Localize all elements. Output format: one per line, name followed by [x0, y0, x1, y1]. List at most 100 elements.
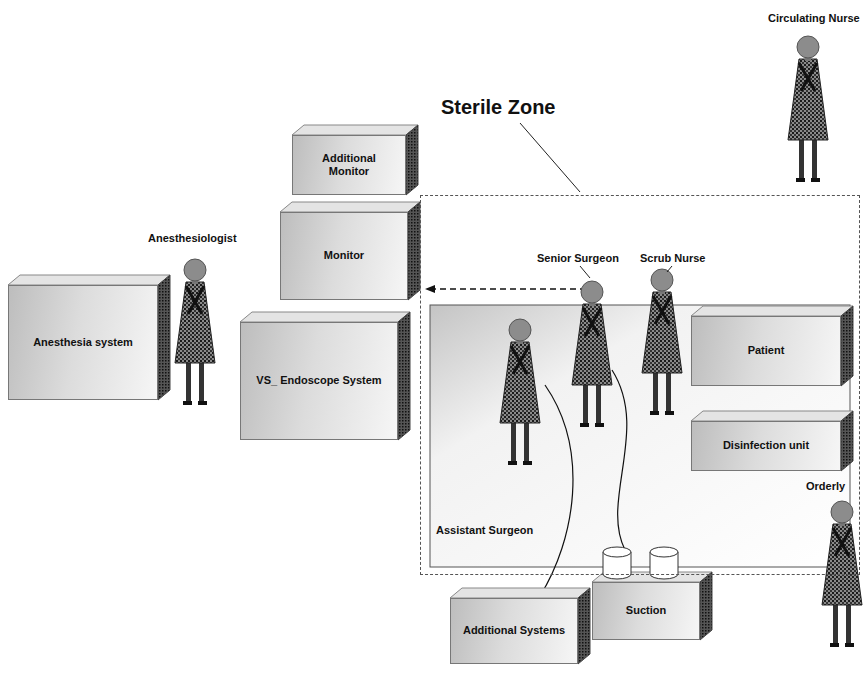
- monitor-box: Monitor: [280, 212, 408, 300]
- cable: [540, 385, 573, 596]
- suction-tube: [612, 370, 627, 550]
- box-side-face: [406, 125, 418, 195]
- equipment-box: Additional Systems: [450, 598, 578, 664]
- person-figure: [642, 269, 682, 415]
- foot: [198, 401, 207, 405]
- leg: [846, 605, 851, 645]
- box-side-face: [398, 312, 410, 440]
- leg: [812, 140, 817, 180]
- leader-line: [520, 123, 580, 192]
- leg: [833, 605, 838, 645]
- box-label: Anesthesia system: [33, 336, 133, 349]
- zone-heading: Sterile Zone: [441, 96, 555, 119]
- arm: [833, 528, 849, 556]
- person-label: Assistant Surgeon: [436, 524, 533, 536]
- leg: [186, 363, 191, 403]
- box-top-face: [691, 306, 853, 316]
- box-side-face: [158, 275, 170, 400]
- foot: [845, 643, 854, 647]
- body: [500, 342, 540, 423]
- arm: [585, 308, 601, 336]
- body: [572, 304, 612, 385]
- body: [788, 59, 828, 140]
- arm: [801, 63, 817, 91]
- leg: [583, 385, 588, 425]
- box-top-face: [450, 588, 590, 598]
- leg: [653, 373, 658, 413]
- leg: [666, 373, 671, 413]
- box-top-face: [8, 275, 170, 285]
- leader-line: [580, 266, 590, 278]
- person-label: Senior Surgeon: [537, 252, 619, 264]
- view-arrow: [426, 288, 586, 290]
- leg: [596, 385, 601, 425]
- monitor-box: Additional Monitor: [292, 135, 406, 195]
- box-top-face: [691, 411, 853, 421]
- foot: [796, 178, 805, 182]
- arm: [799, 63, 815, 91]
- person-figure: [500, 319, 540, 465]
- box-label: Additional Systems: [463, 624, 565, 637]
- person-figure: [822, 501, 862, 647]
- arm: [186, 286, 202, 314]
- foot: [595, 423, 604, 427]
- person-figure: [572, 281, 612, 427]
- person-label: Circulating Nurse: [768, 12, 860, 24]
- box-label: Additional Monitor: [301, 152, 397, 178]
- equipment-box: Disinfection unit: [691, 421, 841, 471]
- foot: [811, 178, 820, 182]
- leg: [799, 140, 804, 180]
- box-label: VS_ Endoscope System: [256, 374, 381, 387]
- foot: [665, 411, 674, 415]
- arm: [835, 528, 851, 556]
- head: [184, 259, 206, 281]
- person-label: Scrub Nurse: [640, 252, 705, 264]
- head: [509, 319, 531, 341]
- equipment-box: Anesthesia system: [8, 285, 158, 400]
- arm: [511, 346, 527, 374]
- patient-table: Patient: [691, 316, 841, 386]
- foot: [650, 411, 659, 415]
- box-label: Patient: [748, 344, 785, 357]
- arm: [653, 296, 669, 324]
- box-side-face: [700, 572, 712, 640]
- box-top-face: [280, 202, 420, 212]
- head: [797, 36, 819, 58]
- head: [831, 501, 853, 523]
- arm: [188, 286, 204, 314]
- box-side-face: [408, 202, 420, 300]
- equipment-box: VS_ Endoscope System: [240, 322, 398, 440]
- body: [822, 524, 862, 605]
- arm: [655, 296, 671, 324]
- body: [175, 282, 215, 363]
- leg: [199, 363, 204, 403]
- foot: [580, 423, 589, 427]
- foot: [508, 461, 517, 465]
- body: [642, 292, 682, 373]
- box-side-face: [841, 411, 853, 471]
- box-side-face: [578, 588, 590, 664]
- equipment-box: Suction: [592, 582, 700, 640]
- arm: [513, 346, 529, 374]
- inner-table-area: [430, 305, 850, 567]
- head: [651, 269, 673, 291]
- person-figure: [788, 36, 828, 182]
- box-label: Monitor: [324, 249, 364, 262]
- leader-line: [667, 266, 672, 272]
- leg: [524, 423, 529, 463]
- box-side-face: [841, 306, 853, 386]
- person-label: Anesthesiologist: [148, 232, 237, 244]
- box-label: Suction: [626, 604, 666, 617]
- foot: [830, 643, 839, 647]
- person-label: Orderly: [806, 480, 845, 492]
- arm: [583, 308, 599, 336]
- foot: [183, 401, 192, 405]
- leg: [511, 423, 516, 463]
- person-figure: [175, 259, 215, 405]
- foot: [523, 461, 532, 465]
- box-label: Disinfection unit: [723, 439, 809, 452]
- box-top-face: [240, 312, 410, 322]
- head: [581, 281, 603, 303]
- box-top-face: [292, 125, 418, 135]
